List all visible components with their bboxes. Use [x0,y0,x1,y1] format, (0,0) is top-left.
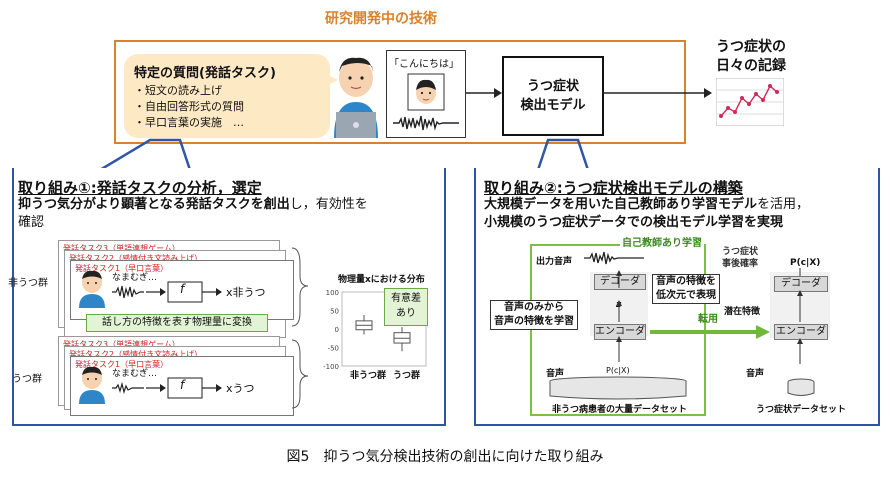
large-dataset-icon [549,376,687,400]
small-dataset-icon [787,378,815,396]
bubble-item: ・早口言葉の実施 … [134,116,244,129]
group-label-non: 非うつ群 [8,278,48,289]
group-label-dep: うつ群 [12,374,42,385]
significance-bubble: 有意差 あり [384,288,428,326]
model-label: 検出モデル [520,98,586,113]
waveform-icon [393,115,459,131]
decoder-block-right: デコーダ [774,276,828,292]
task-bubble: 特定の質問(発話タスク) ・短文の読み上げ ・自由回答形式の質問 ・早口言葉の実… [124,54,330,138]
person-icon [79,270,105,308]
small-dataset-label: うつ症状データセット [756,405,847,415]
bubble-item: ・自由回答形式の質問 [134,100,244,113]
posterior-label: 事後確率 [722,259,759,269]
record-label: 日々の記録 [716,58,786,74]
monitor-box: 「こんにちは」 [386,50,466,138]
latent-label: 潜在特徴 [724,307,761,317]
output-waveform-icon [584,251,644,265]
ssl-label: 自己教師あり学習 [620,234,704,249]
output-x-non: x非うつ [226,286,266,299]
classifier-arrows [797,268,803,364]
right-desc-rest: を活用， [757,197,810,212]
feature-note: 話し方の特徴を表す物理量に変換 [86,314,268,332]
y-tick-label: 100 [326,289,339,297]
person-icon [79,366,105,404]
bubble-title: 特定の質問(発話タスク) [134,66,276,81]
output-prob: P(c|X) [790,258,821,268]
input-audio-label: 音声 [546,369,565,379]
signal-flow-top [112,281,222,303]
xcat-label: 非うつ群 [350,371,387,381]
signal-flow-bottom [112,377,222,399]
left-panel-title: 取り組み①:発話タスクの分析，選定 [18,179,262,197]
panel-connectors [14,138,876,172]
face-icon [407,73,445,111]
left-desc-line2: 確認 [18,215,45,230]
output-audio-label: 出力音声 [536,257,573,267]
xcat-label: うつ群 [393,371,421,381]
detection-model-box: うつ症状 検出モデル [502,56,604,136]
y-tick-label: -100 [323,363,339,371]
transfer-arrow [650,325,770,339]
encoder-block-right: エンコーダ [774,324,828,340]
input-var: P(c|X) [606,366,630,375]
ae-arrows [616,270,622,362]
bubble-tail [318,70,338,90]
y-tick-label: 0 [335,326,339,334]
person-laptop-icon [334,57,378,138]
output-x-dep: xうつ [226,382,255,395]
record-label: うつ症状の [716,39,786,55]
arrow-to-model [466,88,502,98]
chart-title: 物理量xにおける分布 [338,275,425,285]
callout-lowdim: 音声の特徴を低次元で表現 [652,274,720,304]
right-panel-title: 取り組み②:うつ症状検出モデルの構築 [484,179,743,197]
sig-label: 有意差 [391,293,421,304]
right-desc-bold: 大規模データを用いた自己教師あり学習モデル [484,197,758,212]
func-label: f [180,378,185,392]
posterior-label: うつ症状 [722,247,759,257]
callout-learn: 音声のみから音声の特徴を学習 [490,300,578,330]
utterance-text: なまむぎ… [112,369,158,379]
transfer-label: 転用 [698,314,718,325]
right-desc-line2: 小規模のうつ症状データでの検出モデル学習を実現 [484,215,784,230]
y-tick-label: -50 [328,345,339,353]
figure-caption: 図5 抑うつ気分検出技術の創出に向けた取り組み [286,449,604,465]
left-desc-rest: し，有効性を [289,197,368,212]
arrow-to-record [602,88,712,98]
left-desc-bold: 抑うつ気分がより顕著となる発話タスクを創出 [18,197,290,212]
bubble-item: ・短文の読み上げ [134,84,222,97]
func-label: f [180,282,185,296]
grouping-braces [291,247,309,409]
input-audio-label-right: 音声 [746,369,765,379]
sig-label: あり [396,308,416,319]
daily-record-chart-icon [716,78,784,126]
y-tick-label: 50 [330,308,339,316]
utterance-text: なまむぎ… [112,273,158,283]
speech-quote: 「こんにちは」 [389,59,459,70]
large-dataset-label: 非うつ病患者の大量データセット [552,405,688,415]
section-title: 研究開発中の技術 [325,11,437,27]
model-label: うつ症状 [526,79,579,94]
